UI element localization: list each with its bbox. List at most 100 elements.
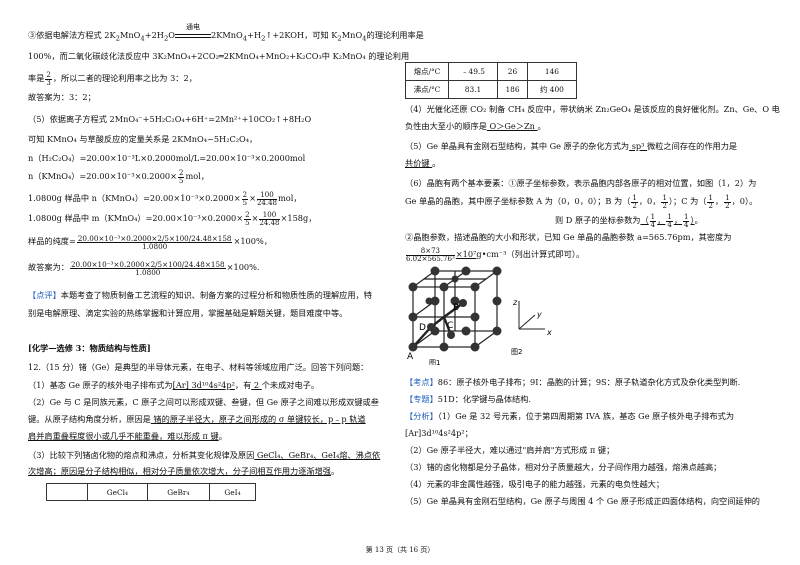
analysis-line-2: [Ar]3d¹⁰4s²4p²； (405, 428, 473, 438)
text: 1.0800g 样品中 n（KMnO₄）=20.00×10⁻³×0.2000× (28, 193, 241, 203)
page-footer: 第 13 页（共 16 页） (365, 546, 435, 554)
denominator: 1.0800 (142, 241, 168, 251)
denominator: 24.48 (259, 218, 280, 227)
table-cell: 83.1 (447, 80, 499, 99)
answer: [Ar] 3d¹⁰4s²4p² (172, 380, 235, 390)
text: （1）Ge 是 32 号元素，位于第四周期第 IVA 族，基态 Ge 原子核外电… (437, 411, 735, 421)
denominator: 5 (178, 176, 184, 185)
text: +2H (144, 30, 164, 40)
text: 1.0800g 样品中 m（KMnO₄）=20.00×10⁻³×0.2000× (28, 213, 244, 223)
denominator: 4 (650, 220, 656, 229)
comment-line-2: 别是电解原理、滴定实验的热练掌握和计算应用，掌握基础是解题关键，题目难度中等。 (28, 308, 348, 318)
comment-line-1: 【点评】本题考查了物质制备工艺流程的知识、制备方案的过程分析和物质性质的理解应用… (28, 290, 372, 301)
question-12-4a: （4）光催化还原 CO₂ 制备 CH₄ 反应中，带状纳米 Zn₂GeO₄ 是该反… (405, 104, 780, 114)
text: （ (640, 215, 649, 225)
text: ×100%， (233, 236, 272, 246)
tag: 【考点】 (405, 377, 438, 387)
text: 微粒之间存在的作用力是 (647, 141, 738, 151)
figure-1-label: 图1 (429, 359, 440, 365)
question-12-5a: （5）Ge 单晶具有金刚石型结构，其中 Ge 原子的杂化方式为 sp³ 微粒之间… (405, 141, 737, 152)
electrolysis-arrow: 通电 (175, 23, 212, 38)
text: ）；C 为（ (668, 196, 707, 206)
text: × (251, 213, 259, 223)
label-c: C (447, 321, 453, 331)
line-ionic-equation: （5）依据离子方程式 2MnO₄⁻+5H₂C₂O₄+6H⁺=2Mn²⁺+10CO… (28, 114, 312, 124)
numerator: 100 (256, 191, 278, 200)
denominator: 4 (684, 220, 689, 229)
text: ×10⁷ (455, 249, 477, 259)
text: ，所以二者的理论利用率之比为 3：2， (52, 73, 197, 83)
numerator: 1 (707, 193, 714, 203)
text: MnO (341, 30, 363, 40)
question-12-6d: ②晶胞参数，描述晶胞的大小和形状，已知 Ge 单晶的晶胞参数 a=565.76p… (405, 232, 732, 242)
answer: sp³ (629, 141, 648, 151)
table-cell: GeBr₄ (146, 483, 210, 501)
question-12-3b: 次增高；原因是分子结构相似，相对分子质量依次增大，分子间相互作用力逐渐增强。 (28, 466, 339, 477)
denominator: 5 (245, 218, 250, 227)
text: （3）比较下列锗卤化物的熔点和沸点，分析其变化规律及原因 (28, 450, 255, 460)
table-cell: 约 400 (526, 80, 578, 99)
answer-ratio: 故答案为：3：2； (28, 92, 96, 102)
answer-purity: 故答案为：20.00×10⁻³×0.2000×2/5×100/24.48×158… (28, 259, 260, 275)
answer: 肩并肩重叠程度很小或几乎不能重叠，难以形成 π 键 (28, 431, 219, 441)
label-d: D (419, 323, 426, 333)
table-cell: GeI₄ (208, 483, 257, 501)
sub: 2 (337, 34, 342, 43)
figure-2-label: 图2 (511, 348, 522, 356)
numerator: 20.00×10⁻³×0.2000×2/5×100/24.48×158 (69, 259, 226, 269)
line-n-oxalic: n（H₂C₂O₄）=20.00×10⁻³L×0.2000mol/L=20.00×… (28, 153, 306, 163)
text: 86：原子核外电子排布；9I：晶胞的计算；9S：原子轨道杂化方式及杂化类型判断. (437, 377, 741, 387)
analysis-line-1: 【分析】（1）Ge 是 32 号元素，位于第四周期第 IVA 族，基态 Ge 原… (405, 411, 734, 422)
table-cell: 146 (526, 62, 578, 81)
label-b: B (453, 303, 459, 313)
numerator: 1 (649, 212, 657, 222)
text: ，0， (638, 196, 661, 206)
text: O (168, 30, 176, 40)
numerator: 2 (244, 210, 251, 220)
numerator: 1 (661, 193, 668, 203)
denominator: 24.48 (256, 198, 278, 207)
line-disproportion: 100%，而二氧化碳歧化法反应中 3K₂MnO₄+2CO₂═2KMnO₄+MnO… (28, 51, 410, 61)
question-12-5b: 共价键 。 (405, 158, 440, 169)
table-cell-empty (46, 483, 88, 501)
sub: 4 (140, 34, 145, 43)
denominator: 4 (667, 220, 672, 229)
text: mol， (185, 171, 209, 181)
numerator: 1 (666, 212, 673, 222)
sub: 2 (163, 34, 169, 43)
table-cell: GeCl₄ (87, 483, 148, 501)
text: mol， (278, 193, 302, 203)
text: +H (247, 30, 262, 40)
axis-y-label: y (536, 310, 542, 319)
question-12: 12.（15 分）锗（Ge）是典型的半导体元素，在电子、材料等领域应用广泛。回答… (28, 362, 369, 372)
answer: 2 (251, 380, 262, 390)
denominator: 3 (46, 78, 51, 87)
denominator: 5 (242, 198, 248, 207)
text: 51D：化学键与晶体结构. (437, 394, 532, 404)
question-12-2c: 肩并肩重叠程度很小或几乎不能重叠，难以形成 π 键。 (28, 431, 227, 442)
text: ，0）。 (731, 196, 758, 206)
text: MnO (119, 30, 141, 40)
arrow-label: 通电 (186, 23, 201, 31)
text: × (249, 193, 256, 203)
sub: 4 (242, 34, 248, 43)
text: ，有 (234, 380, 252, 390)
text: ×100%. (226, 262, 260, 272)
text: ， (714, 196, 724, 206)
answer: 锗的原子半径大，原子之间形成的 σ 单键较长，p﹣p 轨道 (150, 414, 366, 424)
question-12-2a: （2）Ge 与 C 是同族元素，C 原子之间可以形成双键、叁键，但 Ge 原子之… (28, 397, 379, 407)
denominator: 2 (725, 201, 730, 210)
text: g•cm⁻³（列出计算式即可）。 (476, 249, 585, 259)
text: 。 (330, 466, 340, 476)
